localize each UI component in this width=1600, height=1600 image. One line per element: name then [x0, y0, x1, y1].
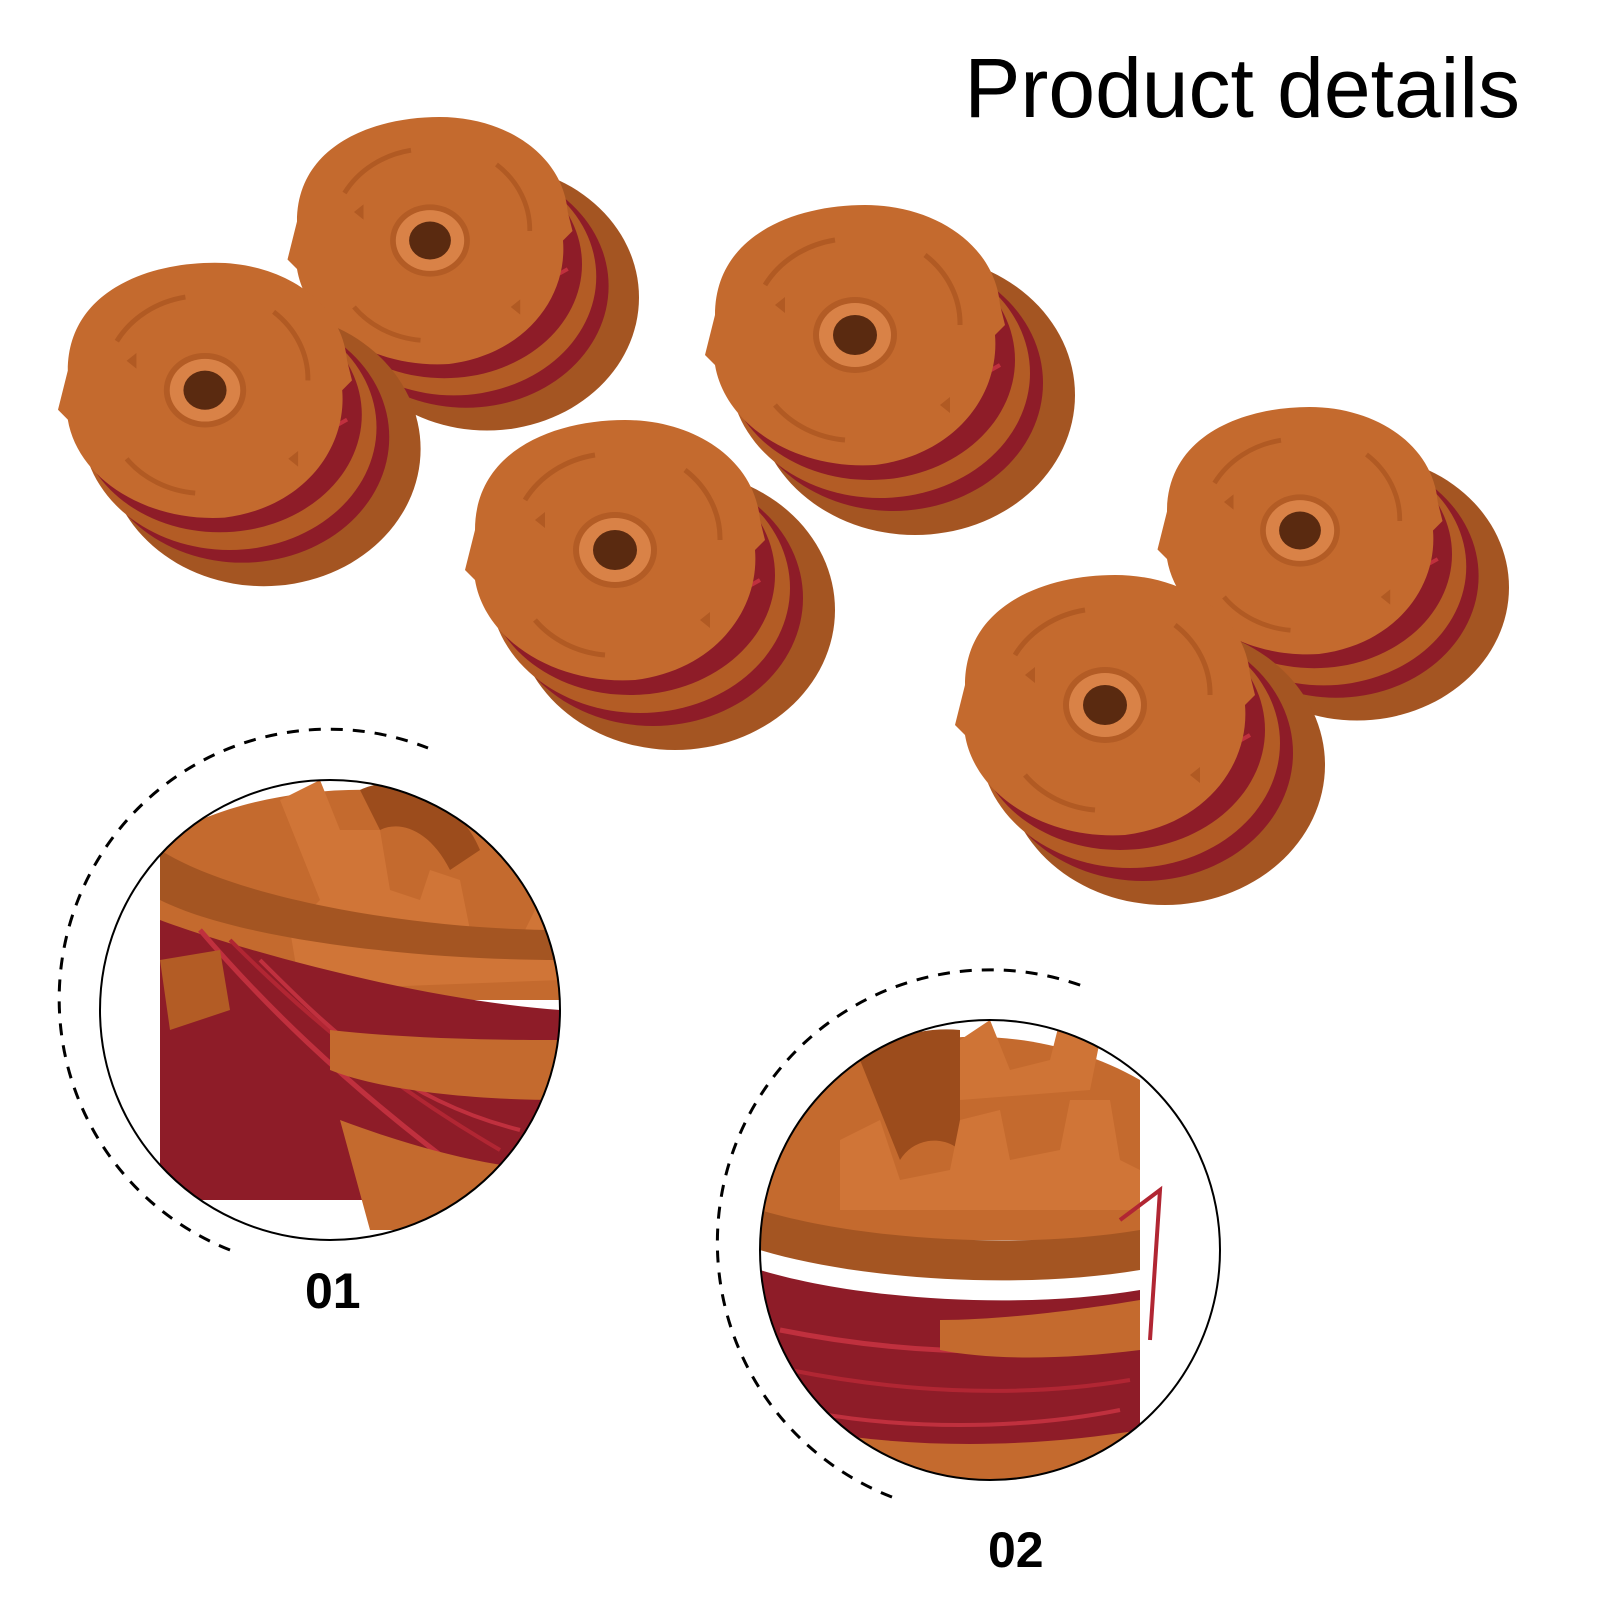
page-title: Product details	[964, 41, 1520, 135]
detail-circle-01	[99, 779, 561, 1241]
detail-label-01: 01	[305, 1263, 361, 1319]
detail-label-02: 02	[988, 1522, 1044, 1578]
detail-view-01	[57, 727, 561, 1252]
detail-view-02	[715, 968, 1221, 1499]
detail-zoom-01	[100, 780, 560, 1240]
detail-circle-02	[759, 1019, 1221, 1481]
dashed-arc-02	[715, 968, 1089, 1499]
spool-product-2	[705, 205, 1075, 535]
dashed-arc-01	[57, 727, 429, 1252]
detail-zoom-02	[760, 1020, 1220, 1480]
spool-product-5	[465, 420, 835, 750]
